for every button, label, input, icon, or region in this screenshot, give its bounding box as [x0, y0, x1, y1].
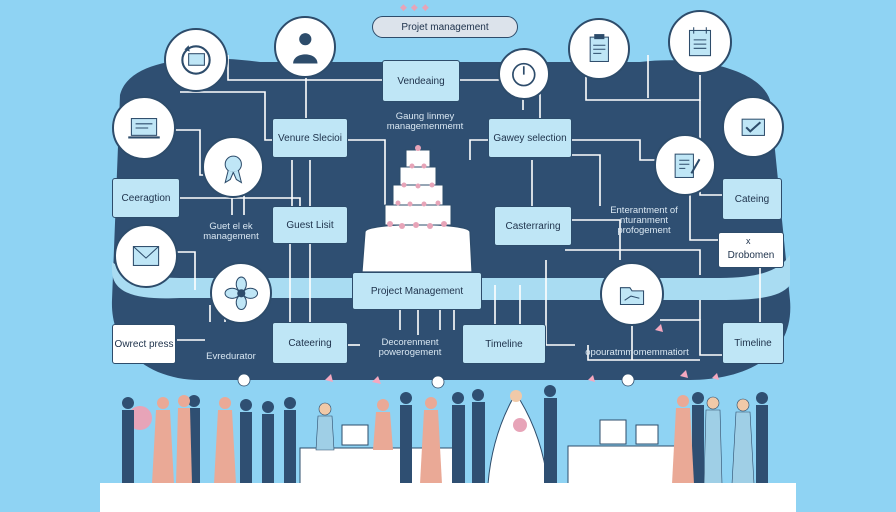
- checkmark-board-icon[interactable]: [722, 96, 784, 158]
- box-ceeragtion[interactable]: Ceeragtion: [112, 178, 180, 218]
- note-guet: Guet el ek management: [203, 221, 259, 242]
- box-owrect-press[interactable]: Owrect press: [112, 324, 176, 364]
- laptop-icon[interactable]: [112, 96, 176, 160]
- connector-band-right: [470, 255, 790, 300]
- note-decorenment: Decorenment powerogement: [378, 337, 442, 358]
- box-catering-bottom[interactable]: Cateering: [272, 322, 348, 364]
- wedding-cake-illustration: [361, 145, 473, 273]
- title-dots: ◆◆◆: [400, 2, 433, 12]
- check-envelope-icon[interactable]: [114, 224, 178, 288]
- box-timeline-right[interactable]: Timeline: [722, 322, 784, 364]
- drobomen-x-mark: x: [746, 236, 751, 246]
- cycle-icon[interactable]: [164, 28, 228, 92]
- folder-icon[interactable]: [600, 262, 664, 326]
- box-venue-selection[interactable]: Venure Slecioi: [272, 118, 348, 158]
- box-catering-right[interactable]: Cateing: [722, 178, 782, 220]
- clipboard-pen-icon[interactable]: [654, 134, 716, 196]
- note-evredurator: Evredurator: [206, 351, 256, 362]
- box-timeline-center[interactable]: Timeline: [462, 324, 546, 364]
- note-gaung: Gaung linmey managemenmemt: [386, 111, 464, 132]
- clipboard-icon[interactable]: [568, 18, 630, 80]
- box-guest-list[interactable]: Guest Lisit: [272, 206, 348, 244]
- box-drobomen[interactable]: Drobomen: [718, 232, 784, 268]
- note-opourat: opouratmmomemmatiort: [585, 347, 689, 358]
- box-catering-center[interactable]: Casterraring: [494, 206, 572, 246]
- stopwatch-icon[interactable]: [498, 48, 550, 100]
- ground-stage: [100, 483, 796, 512]
- groom-icon[interactable]: [274, 16, 336, 78]
- box-project-management[interactable]: Project Management: [352, 272, 482, 310]
- page-title: Projet management: [372, 16, 518, 38]
- box-gawey-selection[interactable]: Gawey selection: [488, 118, 572, 158]
- wedding-party-illustration: [122, 324, 768, 485]
- note-entertainment: Enterantment of nturanment profogement: [610, 205, 678, 236]
- ribbon-icon[interactable]: [202, 136, 264, 198]
- flower-icon[interactable]: [210, 262, 272, 324]
- box-vendeaing[interactable]: Vendeaing: [382, 60, 460, 102]
- calendar-icon[interactable]: [668, 10, 732, 74]
